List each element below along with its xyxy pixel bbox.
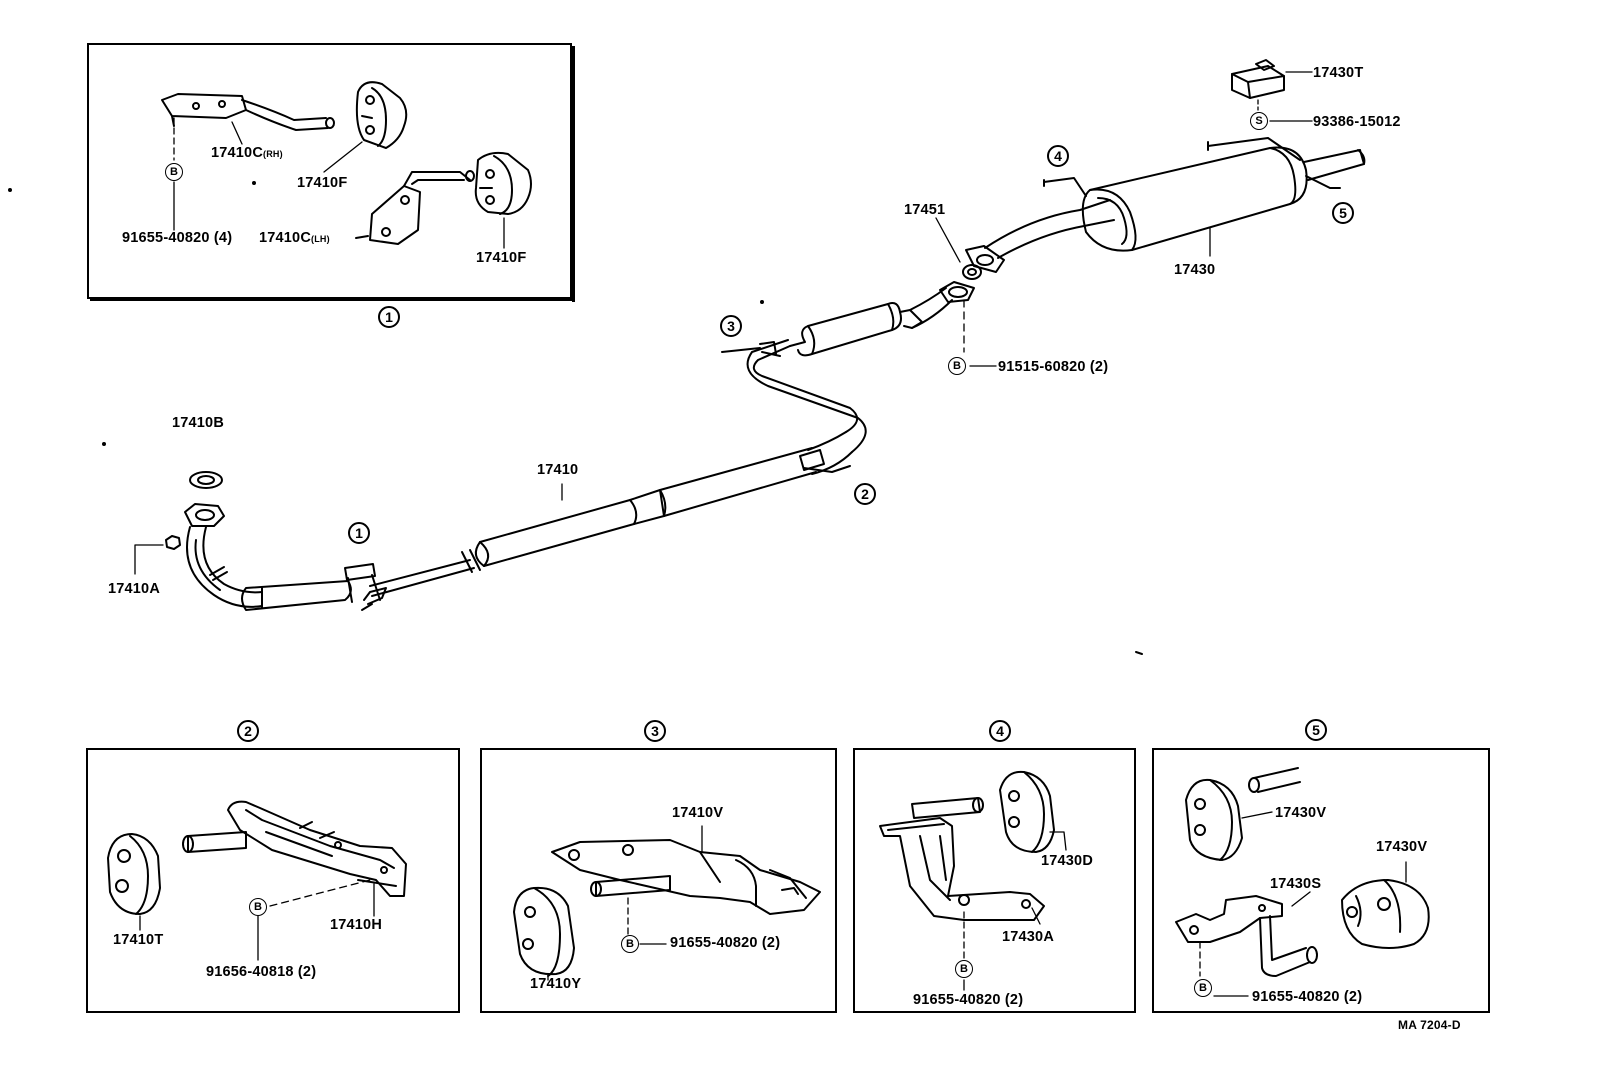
part-label-17410V: 17410V [672, 805, 724, 821]
callout-2-panel: 2 [237, 720, 259, 742]
part-label-17430V-top: 17430V [1275, 805, 1327, 821]
nut-17410A-drawing [165, 535, 181, 550]
detail-panel-2 [86, 748, 460, 1013]
panel2-drawing [107, 800, 407, 961]
callout-3-panel: 3 [644, 720, 666, 742]
part-label-17430T: 17430T [1313, 65, 1364, 81]
front-pipe-drawing [186, 526, 387, 611]
part-label-17410F-bottom: 17410F [476, 250, 527, 266]
panel1-drawing [161, 81, 532, 249]
gasket-17410B-drawing [189, 471, 223, 489]
callout-4-panel: 4 [989, 720, 1011, 742]
bolt-symbol-panel2: B [249, 898, 267, 916]
front-pipe-flange-drawing [184, 503, 225, 527]
callout-5-main: 5 [1332, 202, 1354, 224]
part-label-17430S: 17430S [1270, 876, 1322, 892]
callout-4-main: 4 [1047, 145, 1069, 167]
tail-muffler-17430-drawing [965, 137, 1366, 273]
part-label-17410: 17410 [537, 462, 579, 478]
callout-1-main: 1 [348, 522, 370, 544]
panel-1-shadow-bottom [90, 298, 575, 301]
callout-3-main: 3 [720, 315, 742, 337]
callout-1-panel: 1 [378, 306, 400, 328]
main-leader-lines [134, 71, 1313, 575]
part-label-17410C-lh: 17410C(LH) [259, 230, 330, 246]
part-label-17430: 17430 [1174, 262, 1216, 278]
panel5-drawing [1175, 767, 1430, 997]
part-label-91656-40818: 91656-40818 (2) [206, 964, 317, 980]
part-label-17410Y: 17410Y [530, 976, 582, 992]
bolt-symbol-panel5: B [1194, 979, 1212, 997]
figure-code: MA 7204-D [1398, 1018, 1461, 1032]
part-label-91655-40820-panel1: 91655-40820 (4) [122, 230, 233, 246]
callout-2-main: 2 [854, 483, 876, 505]
part-label-17410A: 17410A [108, 581, 160, 597]
detail-panel-5 [1152, 748, 1490, 1013]
bolt-symbol-panel4: B [955, 960, 973, 978]
part-label-17410T: 17410T [113, 932, 164, 948]
part-label-91655-40820-panel3: 91655-40820 (2) [670, 935, 781, 951]
part-label-17430D: 17430D [1041, 853, 1093, 869]
panel3-drawing [513, 825, 821, 981]
detail-panel-3 [480, 748, 837, 1013]
part-label-17410F-top: 17410F [297, 175, 348, 191]
cushion-17430T-drawing [1231, 59, 1285, 99]
panel4-drawing [879, 770, 1067, 991]
part-label-17430V-right: 17430V [1376, 839, 1428, 855]
part-label-91515-60820: 91515-60820 (2) [998, 359, 1109, 375]
bolt-symbol-main: B [948, 357, 966, 375]
part-label-91655-40820-panel5: 91655-40820 (2) [1252, 989, 1363, 1005]
part-label-17430A: 17430A [1002, 929, 1054, 945]
part-label-17410B: 17410B [172, 415, 224, 431]
part-label-17410C-rh: 17410C(RH) [211, 145, 283, 161]
callout-5-panel: 5 [1305, 719, 1327, 741]
part-label-17451: 17451 [904, 202, 946, 218]
bolt-symbol-panel1: B [165, 163, 183, 181]
center-pipe-drawing [369, 264, 982, 597]
panel-1-shadow [572, 46, 575, 302]
part-label-91655-40820-panel4: 91655-40820 (2) [913, 992, 1024, 1008]
screw-symbol-main: S [1250, 112, 1268, 130]
bolt-symbol-panel3: B [621, 935, 639, 953]
detail-panel-4 [853, 748, 1136, 1013]
part-label-93386-15012: 93386-15012 [1313, 114, 1401, 130]
part-label-17410H: 17410H [330, 917, 382, 933]
